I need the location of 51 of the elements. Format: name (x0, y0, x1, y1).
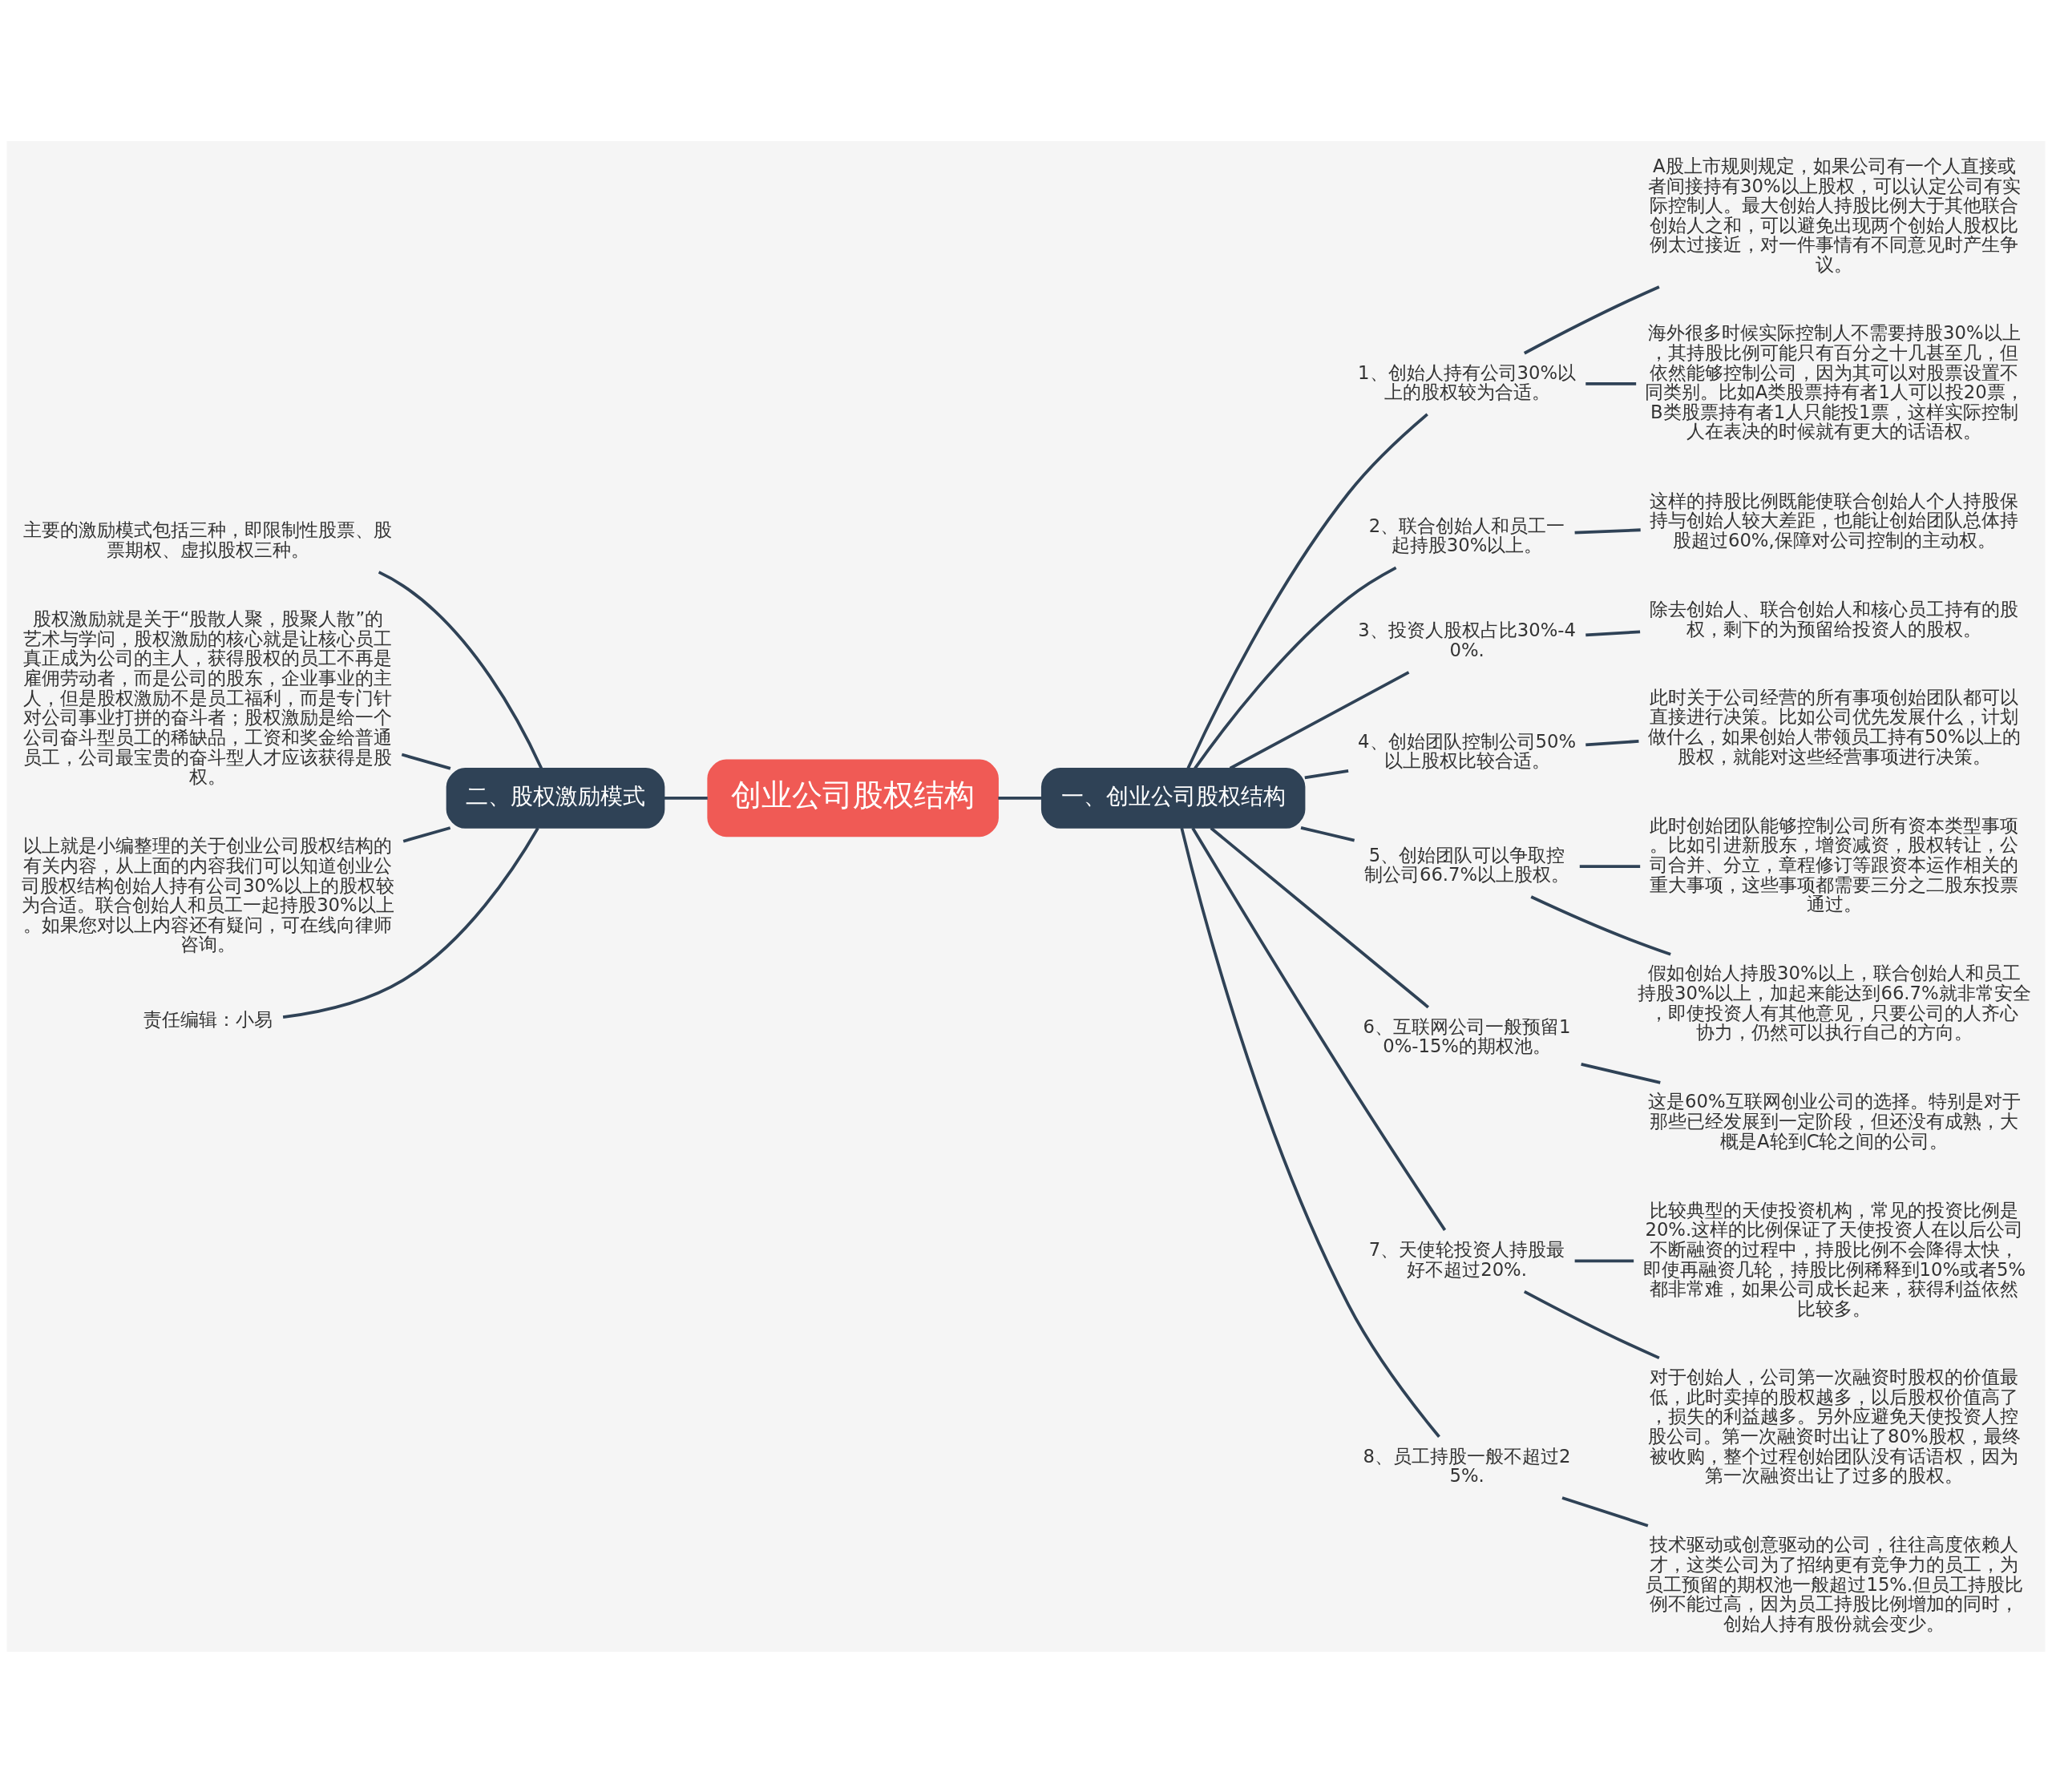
connector (1574, 1259, 1634, 1262)
connector (998, 796, 1042, 800)
connector (1585, 739, 1639, 746)
connector (1561, 1495, 1649, 1527)
node-box: 二、股权激励模式 (446, 767, 665, 829)
node-text: 这样的持股比例既能使联合创始人个人持股保持与创始人较大差距，也能让创始团队总体持股超过60%,保障对公司控制的主动权。 (1650, 490, 2019, 551)
connector (1581, 1062, 1661, 1084)
connector (664, 796, 708, 800)
node-text: 技术驱动或创意驱动的公司，往往高度依赖人才，这类公司为了招纳更有竞争力的员工，为员工预留的期权池一般超过15%.但员工持股比例不能过高，因为员工持股比例增加的同时，创始人持有股份就会变少。 (1645, 1533, 2024, 1634)
connector (1574, 527, 1641, 535)
connector (1523, 1290, 1660, 1359)
connector (1530, 894, 1671, 956)
connector (401, 753, 451, 770)
connector (1585, 381, 1637, 385)
node-text: 责任编辑：小易 (143, 1008, 273, 1030)
connector (1191, 826, 1447, 1231)
node-text: 海外很多时候实际控制人不需要持股30%以上，其持股比例可能只有百分之十几甚至几，但依然能够控制公司，因为其可以对股票设置不同类别。比如A类股票持有者1人可以投20票，B类股票持有者1人只能投1票，这样实际控制人在表决的时候就有更大的话语权。 (1644, 321, 2024, 442)
node-text: 比较典型的天使投资机构，常见的投资比例是20%.这样的比例保证了天使投资人在以后公司不断融资的过程中，持股比例不会降得太快，即使再融资几轮，持股比例稀释到10%或者5%都非常难，如果公司成长起来，获得利益依然比较多。 (1642, 1199, 2026, 1319)
connector (1229, 670, 1410, 769)
node-text: 此时创始团队能够控制公司所有资本类型事项。比如引进新股东，增资减资，股权转让，公司合并、分立，章程修订等跟资本运作相关的重大事项，这些事项都需要三分之二股东投票通过。 (1650, 814, 2019, 914)
node-text: 6、互联网公司一般预留10%-15%的期权池。 (1363, 1015, 1571, 1056)
node-text: 对于创始人，公司第一次融资时股权的价值最低，此时卖掉的股权越多，以后股权价值高了，损失的利益越多。另外应避免天使投资人控股公司。第一次融资时出让了80%股权，最终被收购，整个过程创始团队没有话语权，因为第一次融资出让了过多的股权。 (1648, 1366, 2021, 1486)
node-text: 除去创始人、联合创始人和核心员工持有的股权，剩下的为预留给投资人的股权。 (1650, 598, 2019, 640)
node-text: 主要的激励模式包括三种，即限制性股票、股票期权、虚拟股权三种。 (23, 519, 393, 560)
node-text: 4、创始团队控制公司50%以上股权比较合适。 (1358, 730, 1577, 771)
node-text: 以上就是小编整理的关于创业公司股权结构的有关内容，从上面的内容我们可以知道创业公司股权结构创始人持有公司30%以上的股权较为合适。联合创始人和员工一起持股30%以上。如果您对以上内容还有疑问，可在线向律师咨询。 (22, 834, 394, 955)
connector (1186, 413, 1428, 769)
connector (282, 826, 539, 1019)
connector (1579, 864, 1641, 868)
node-text: 此时关于公司经营的所有事项创始团队都可以直接进行决策。比如公司优先发展什么，计划做什么，如果创始人带领员工持有50%以上的股权，就能对这些经营事项进行决策。 (1648, 686, 2021, 767)
connector (402, 825, 451, 843)
connector (1523, 285, 1660, 354)
node-text: 股权激励就是关于“股散人聚，股聚人散”的艺术与学问，股权激励的核心就是让核心员工真正成为公司的主人，获得股权的员工不再是雇佣劳动者，而是公司的股东，企业事业的主人，但是股权激励不是员工福利，而是专门针对公司事业打拼的奋斗者；股权激励是给一个公司奋斗型员工的稀缺品，工资和奖金给普通员工，公司最宝贵的奋斗型人才应该获得是股权。 (23, 607, 393, 787)
node-box: 一、创业公司股权结构 (1040, 767, 1306, 829)
node-text: 1、创始人持有公司30%以上的股权较为合适。 (1358, 361, 1577, 402)
connector (378, 570, 543, 769)
connector (1210, 826, 1430, 1008)
connector (1194, 566, 1397, 769)
connector (1585, 629, 1641, 636)
node-text: 这是60%互联网创业公司的选择。特别是对于那些已经发展到一定阶段，但还没有成熟，大概是A轮到C轮之间的公司。 (1648, 1090, 2021, 1152)
node-text: 8、员工持股一般不超过25%. (1363, 1445, 1571, 1486)
node-text: 假如创始人持股30%以上，联合创始人和员工持股30%以上，加起来能达到66.7%就非常安全，即使投资人有其他意见，只要公司的人齐心协力，仍然可以执行自己的方向。 (1637, 962, 2031, 1043)
connector (1180, 827, 1440, 1438)
node-text: 3、投资人股权占比30%-40%. (1358, 619, 1576, 660)
node-text: A股上市规则规定，如果公司有一个人直接或者间接持有30%以上股权，可以认定公司有实际控制人。最大创始人持股比例大于其他联合创始人之和，可以避免出现两个创始人股权比例太过接近，对一件事情有不同意见时产生争议。 (1648, 155, 2021, 275)
node-box: 创业公司股权结构 (707, 759, 999, 837)
node-text: 2、联合创始人和员工一起持股30%以上。 (1368, 515, 1565, 555)
node-text: 7、天使轮投资人持股最好不超过20%. (1368, 1238, 1565, 1280)
connector (1300, 825, 1355, 842)
connector (1304, 769, 1349, 779)
node-text: 5、创始团队可以争取控制公司66.7%以上股权。 (1363, 844, 1570, 885)
